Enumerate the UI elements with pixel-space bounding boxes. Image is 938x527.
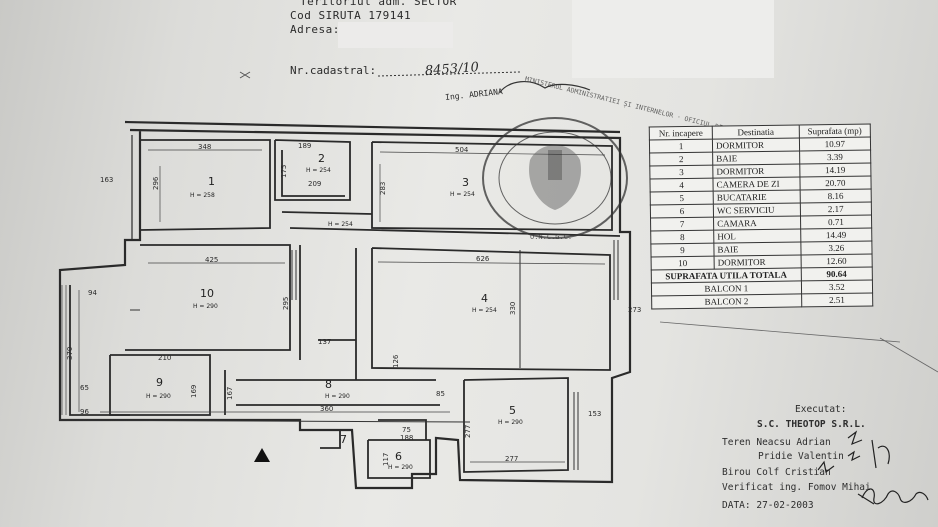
dim-text: 209 [308,180,321,188]
room-2-height: H = 254 [306,167,331,174]
hall-height: H = 254 [328,221,353,228]
teren-name-2: Pridie Valentin [758,451,844,462]
dim-text: 425 [205,256,218,264]
signature-scribble [857,493,875,505]
room-10-height: H = 290 [193,303,218,310]
teren-line: Teren Neacsu Adrian [722,437,831,448]
room-3-height: H = 254 [450,191,475,198]
date-value: 27-02-2003 [756,500,814,511]
north-arrow-icon [254,448,270,462]
dim-text: 126 [392,354,400,368]
dim-text: 277 [464,425,472,438]
siruta-code: Cod SIRUTA 179141 [290,9,411,22]
stamp-bottom-text: O.N.C.G.C. [530,233,573,241]
window-marks [59,240,619,470]
interior-walls [69,139,621,479]
room-9-label: 9 [156,376,163,389]
room-1-height: H = 258 [190,192,215,199]
dim-text: 295 [282,297,290,310]
redacted-address [338,22,453,48]
date-line: DATA: 27-02-2003 [722,500,814,511]
verificat-name: ing. Fomov Mihai [779,482,871,493]
room-6-label: 6 [395,450,402,463]
birou-name: Colf Cristian [756,467,831,478]
dim-text: 626 [476,255,490,263]
dim-text: 330 [509,302,517,315]
dimension-numbers: 348 189 504 296 175 209 283 425 626 330 … [66,142,641,466]
balcony-left-hatch [61,285,80,415]
room-1-label: 1 [208,175,215,188]
signature-scribble [861,488,929,505]
room-7-label: 7 [340,433,347,446]
dim-text: 94 [88,289,97,297]
company-name: S.C. THEOTOP S.R.L. [757,419,866,430]
birou-label: Birou [722,467,751,478]
dim-text: 296 [152,176,160,190]
birou-line: Birou Colf Cristian [722,467,831,478]
dim-text: 96 [80,408,89,416]
dim-text: 348 [198,143,211,151]
room-10-label: 10 [200,287,214,300]
dim-text: 210 [158,354,171,362]
room-6-height: H = 290 [388,464,413,471]
room-4-label: 4 [481,292,488,305]
verificat-label: Verificat [722,482,774,493]
territory-text: Teritoriul adm. SECTOR [300,0,457,8]
redacted-block [572,0,774,78]
dim-text: 283 [379,182,387,195]
dim-text: 117 [382,453,390,466]
dim-text: 370 [66,347,74,360]
teren-label: Teren [722,437,751,448]
room-8-height: H = 290 [325,393,350,400]
dim-text: 175 [280,165,288,178]
dim-text: 188 [400,434,413,442]
room-9-height: H = 290 [146,393,171,400]
signature-scribble [871,439,890,469]
verificat-line: Verificat ing. Fomov Mihai [722,482,871,493]
executed-title: Executat: [795,404,847,415]
dim-text: 504 [455,146,469,154]
dim-text: 85 [436,390,445,398]
dim-text: 75 [402,426,411,434]
dim-text: 65 [80,384,89,392]
room-2-label: 2 [318,152,325,165]
dim-text: 277 [505,455,518,463]
siruta-value: 179141 [368,9,412,22]
dim-text: 153 [588,410,601,418]
date-label: DATA: [722,500,751,511]
signature-scribble [847,450,861,462]
dim-text: 169 [190,385,198,398]
siruta-label: Cod SIRUTA [290,9,362,22]
dim-text: 189 [298,142,311,150]
address-label: Adresa: [290,23,340,36]
room-4-height: H = 254 [472,307,497,314]
signature-scribble [499,81,591,93]
room-8-label: 8 [325,378,332,391]
dim-text: 273 [628,306,641,314]
official-stamp-icon [482,117,628,239]
room-3-label: 3 [462,176,469,189]
dimension-lines [100,149,606,463]
dim-text: 163 [100,176,113,184]
dim-text: 137 [318,338,331,346]
signature-scribble [847,430,863,446]
dim-text: 360 [320,405,333,413]
teren-name-1: Neacsu Adrian [756,437,831,448]
room-5-label: 5 [509,404,516,417]
room-labels: 1 H = 258 2 H = 254 3 H = 254 4 H = 254 … [146,152,523,471]
cadastral-label: Nr.cadastral: [290,64,377,77]
room-5-height: H = 290 [498,419,523,426]
signature-scribble [817,460,835,474]
dim-text: 167 [226,387,234,400]
